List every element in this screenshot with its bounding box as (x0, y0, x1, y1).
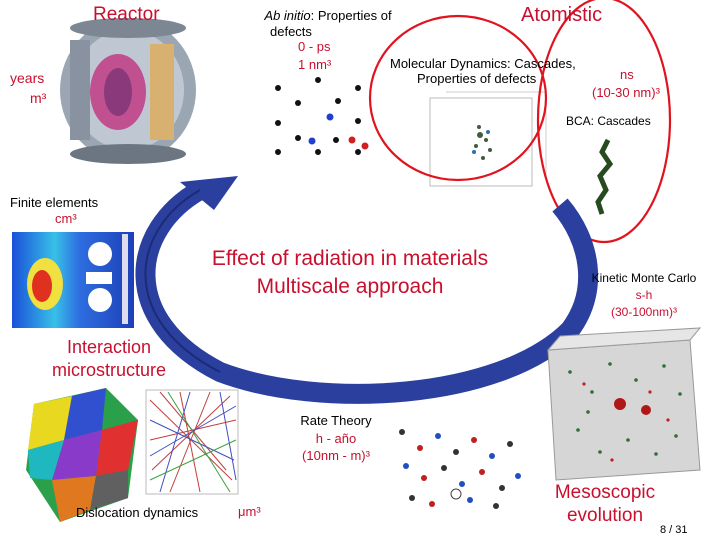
dislocation-network-image (145, 389, 239, 495)
md-time: ns (620, 67, 634, 82)
finite-elements-size: cm³ (55, 211, 77, 226)
polycrystal-image (26, 388, 138, 522)
md-line1: Molecular Dynamics: Cascades, (390, 56, 576, 71)
reactor-time-scale: years (10, 70, 45, 86)
bca-label: BCA: Cascades (566, 114, 651, 128)
kmc-time: s-h (635, 288, 653, 302)
page-number: 8 / 31 (660, 524, 688, 536)
ab-initio-title-italic: Ab initio (264, 8, 311, 23)
reactor-title: Reactor (93, 4, 160, 25)
dislocation-size: μm³ (238, 504, 261, 519)
finite-elements-title: Finite elements (10, 195, 99, 210)
ab-initio-lattice (275, 77, 369, 155)
ab-initio-title: Ab initio: Properties of (236, 8, 420, 24)
rate-theory-image (399, 429, 521, 509)
center-title-line1: Effect of radiation in materials (211, 247, 489, 270)
bca-cascade-image (595, 138, 614, 215)
interaction-line1: Interaction (66, 337, 152, 357)
rate-theory-title: Rate Theory (300, 413, 372, 428)
ab-initio-title-rest: : Properties of (310, 8, 392, 23)
kmc-size: (30-100nm)³ (610, 305, 678, 319)
atomistic-circle-right (536, 0, 672, 244)
mesoscopic-line1: Mesoscopic (554, 482, 656, 503)
reactor-size-scale: m³ (30, 90, 47, 106)
interaction-line2: microstructure (51, 360, 167, 380)
md-size: (10-30 nm)³ (592, 85, 660, 100)
rate-theory-size: (10nm - m)³ (302, 448, 370, 463)
cycle-arrow (135, 176, 599, 404)
dislocation-label: Dislocation dynamics (76, 505, 199, 520)
kmc-box-image (546, 327, 702, 481)
md-line2: Properties of defects (417, 71, 537, 86)
reactor-image (60, 18, 196, 164)
center-title-line2: Multiscale approach (256, 275, 444, 298)
rate-theory-time: h - año (315, 431, 357, 446)
ab-initio-time: 0 - ps (298, 39, 331, 54)
ab-initio-line2: defects (270, 24, 312, 39)
mesoscopic-line2: evolution (566, 505, 644, 526)
atomistic-circle-left (368, 14, 548, 182)
md-cascade-box (429, 91, 547, 187)
ab-initio-size: 1 nm³ (298, 57, 332, 72)
kmc-title: Kinetic Monte Carlo (591, 271, 697, 285)
finite-elements-image (12, 232, 134, 328)
atomistic-title: Atomistic (521, 4, 603, 26)
